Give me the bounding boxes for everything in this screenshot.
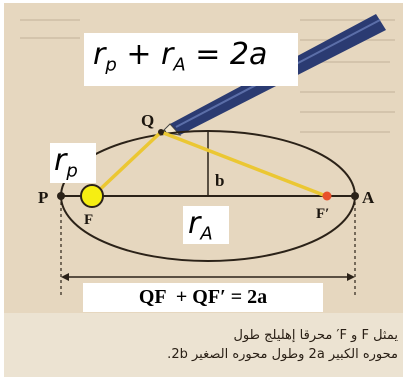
focal-line-qf-prime: [160, 130, 327, 198]
point-q-dot: [158, 129, 164, 135]
rp-label-box: rp: [50, 143, 96, 183]
caption-background: [4, 313, 403, 377]
focal-line-qf: [91, 130, 163, 198]
dimension-arrow-left: [61, 273, 69, 281]
point-a-dot: [351, 192, 359, 200]
label-focus-f-prime: F′: [316, 206, 329, 222]
label-p: P: [38, 188, 48, 207]
label-b: b: [215, 171, 224, 190]
distance-formula: QF + QF′ = 2a: [138, 286, 268, 308]
sum-formula-box: rp + rA = 2a: [84, 33, 298, 86]
focus-f-prime-marker: [322, 191, 332, 201]
sum-formula: rp + rA = 2a: [93, 37, 268, 76]
label-q: Q: [141, 111, 154, 130]
caption-line-2: محوره الكبير 2a وطول محوره الصغير 2b.: [167, 347, 398, 362]
caption: يمثل F و F′ محرقا إهليلج طول محوره الكبي…: [14, 326, 398, 364]
ra-label-box: rA: [183, 206, 229, 244]
point-p-dot: [57, 192, 65, 200]
focus-f-marker: [80, 184, 104, 208]
dimension-arrow-right: [347, 273, 355, 281]
distance-formula-box: QF + QF′ = 2a: [83, 283, 323, 312]
rp-label: rp: [54, 143, 78, 182]
label-focus-f: F: [84, 212, 93, 228]
ra-label: rA: [188, 206, 213, 245]
caption-line-1: يمثل F و F′ محرقا إهليلج طول: [233, 328, 398, 343]
label-a: A: [362, 188, 375, 207]
